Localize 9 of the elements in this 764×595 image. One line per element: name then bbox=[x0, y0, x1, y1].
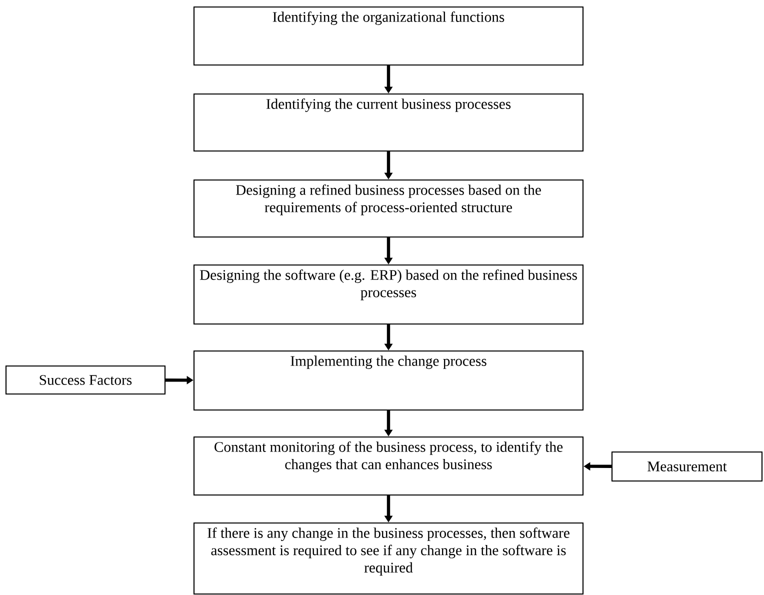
process-box: If there is any change in the business processes, then software assessment is required to see if any change in the software is required bbox=[193, 522, 584, 595]
process-box: Designing the software (e.g. ERP) based on the refined business processes bbox=[193, 264, 584, 325]
process-box: Designing a refined business processes based on the requirements of process-oriented structure bbox=[193, 179, 584, 238]
process-box: Constant monitoring of the business process, to identify the changes that can enhances business bbox=[193, 436, 584, 496]
input-box: Measurement bbox=[611, 451, 763, 482]
input-box: Success Factors bbox=[5, 365, 166, 395]
process-box: Identifying the organizational functions bbox=[193, 6, 584, 66]
process-box: Identifying the current business processes bbox=[193, 93, 584, 152]
process-box: Implementing the change process bbox=[193, 350, 584, 411]
